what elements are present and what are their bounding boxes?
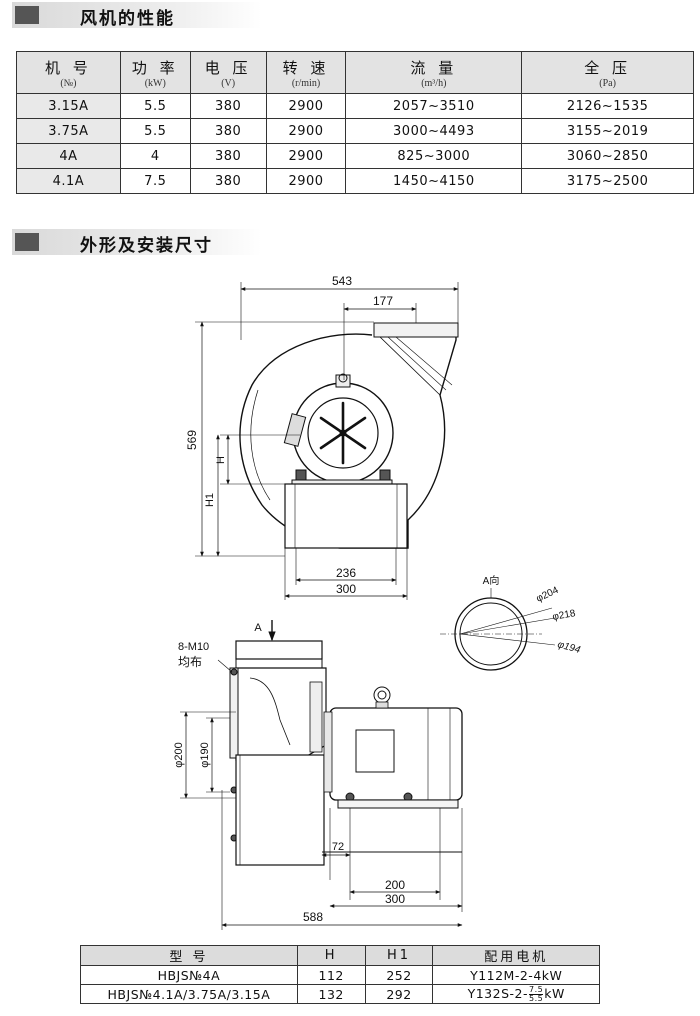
dim-base-300: 300 bbox=[336, 582, 356, 596]
table-cell: 3175~2500 bbox=[521, 168, 694, 194]
inlet-duct bbox=[235, 640, 323, 660]
a-arrow-label: A bbox=[254, 622, 262, 634]
dim-height-569: 569 bbox=[185, 430, 199, 450]
motor-suffix: kW bbox=[544, 985, 565, 1001]
table-row: 4A 4 380 2900 825~3000 3060~2850 bbox=[16, 143, 694, 169]
table-cell: Y112M-2-4kW bbox=[432, 965, 600, 985]
table-cell: 3155~2019 bbox=[521, 118, 694, 144]
dim-dia-194: φ194 bbox=[556, 639, 582, 656]
label-h1: H1 bbox=[204, 493, 216, 507]
section-marker-icon bbox=[15, 6, 39, 24]
table-cell: 825~3000 bbox=[345, 143, 523, 169]
table-cell: 252 bbox=[364, 965, 434, 985]
performance-table-header-row: 机 号(№) 功 率(kW) 电 压(V) 转 速(r/min) 流 量(m³/… bbox=[16, 51, 694, 94]
dim-dia-204: φ204 bbox=[535, 585, 561, 605]
dim-inner-dia: φ190 bbox=[199, 742, 211, 768]
volute-casing bbox=[239, 330, 457, 549]
terminal-box bbox=[283, 413, 307, 447]
dim-offset-72: 72 bbox=[332, 841, 344, 853]
dim-width-543: 543 bbox=[332, 274, 352, 288]
frac-bottom: 5.5 bbox=[529, 993, 544, 1003]
table-cell: 112 bbox=[296, 965, 366, 985]
performance-table: 机 号(№) 功 率(kW) 电 压(V) 转 速(r/min) 流 量(m³/… bbox=[16, 51, 694, 194]
dim-base-300-side: 300 bbox=[385, 892, 405, 906]
table-cell: HBJS№4.1A/3.75A/3.15A bbox=[80, 984, 298, 1004]
table-cell: 3.75A bbox=[16, 118, 121, 144]
dim-dia-218: φ218 bbox=[552, 608, 577, 623]
table-cell: 5.5 bbox=[119, 118, 191, 144]
model-spec-table: 型 号 H H1 配用电机 HBJS№4A 112 252 Y112M-2-4k… bbox=[80, 945, 600, 1004]
outlet-flange bbox=[373, 322, 459, 338]
table-cell: 1450~4150 bbox=[345, 168, 523, 194]
header-model: 型 号 bbox=[80, 945, 298, 966]
fan-housing-lower bbox=[235, 754, 325, 866]
motor-prefix: Y132S-2- bbox=[467, 985, 528, 1001]
header-h1: H1 bbox=[364, 945, 434, 966]
header-pressure: 全 压(Pa) bbox=[521, 51, 694, 94]
table-row: HBJS№4.1A/3.75A/3.15A 132 292 Y132S-2-7.… bbox=[80, 984, 600, 1004]
table-cell: 4.1A bbox=[16, 168, 121, 194]
motor-body bbox=[329, 707, 463, 801]
header-motor: 配用电机 bbox=[432, 945, 600, 966]
table-cell: 7.5 bbox=[119, 168, 191, 194]
label-h: H bbox=[215, 456, 227, 464]
table-cell: 4 bbox=[119, 143, 191, 169]
section-title-dimensions: 外形及安装尺寸 bbox=[80, 236, 213, 256]
dim-length-588: 588 bbox=[303, 910, 323, 924]
table-cell: 3.15A bbox=[16, 93, 121, 119]
dim-outer-dia: φ200 bbox=[173, 742, 185, 768]
header-h: H bbox=[296, 945, 366, 966]
table-cell: 292 bbox=[364, 984, 434, 1004]
table-cell: 132 bbox=[296, 984, 366, 1004]
section-header-performance: 风机的性能 bbox=[12, 2, 262, 29]
dim-base-236: 236 bbox=[336, 566, 356, 580]
table-cell: HBJS№4A bbox=[80, 965, 298, 985]
section-header-dimensions: 外形及安装尺寸 bbox=[12, 229, 262, 256]
spec-table-header-row: 型 号 H H1 配用电机 bbox=[80, 945, 600, 966]
table-cell: 380 bbox=[189, 93, 267, 119]
lifting-eye bbox=[335, 374, 351, 388]
header-power: 功 率(kW) bbox=[119, 51, 191, 94]
base-support bbox=[284, 483, 408, 549]
dim-base-200: 200 bbox=[385, 878, 405, 892]
front-view bbox=[195, 282, 459, 600]
table-row: HBJS№4A 112 252 Y112M-2-4kW bbox=[80, 965, 600, 985]
a-direction-view bbox=[440, 588, 556, 671]
table-row: 3.15A 5.5 380 2900 2057~3510 2126~1535 bbox=[16, 93, 694, 119]
a-view-title: A向 bbox=[483, 574, 500, 587]
frac-top: 7.5 bbox=[529, 984, 544, 995]
table-cell: 2057~3510 bbox=[345, 93, 523, 119]
bolts-label: 8-M10 bbox=[178, 641, 209, 653]
section-title-performance: 风机的性能 bbox=[80, 9, 175, 29]
header-flow: 流 量(m³/h) bbox=[345, 51, 523, 94]
bolts-note: 均布 bbox=[178, 655, 202, 669]
table-cell: 4A bbox=[16, 143, 121, 169]
side-view bbox=[180, 620, 463, 930]
table-cell: 380 bbox=[189, 168, 267, 194]
section-marker-icon bbox=[15, 233, 39, 251]
dim-outlet-177: 177 bbox=[373, 294, 393, 308]
table-row: 4.1A 7.5 380 2900 1450~4150 3175~2500 bbox=[16, 168, 694, 194]
